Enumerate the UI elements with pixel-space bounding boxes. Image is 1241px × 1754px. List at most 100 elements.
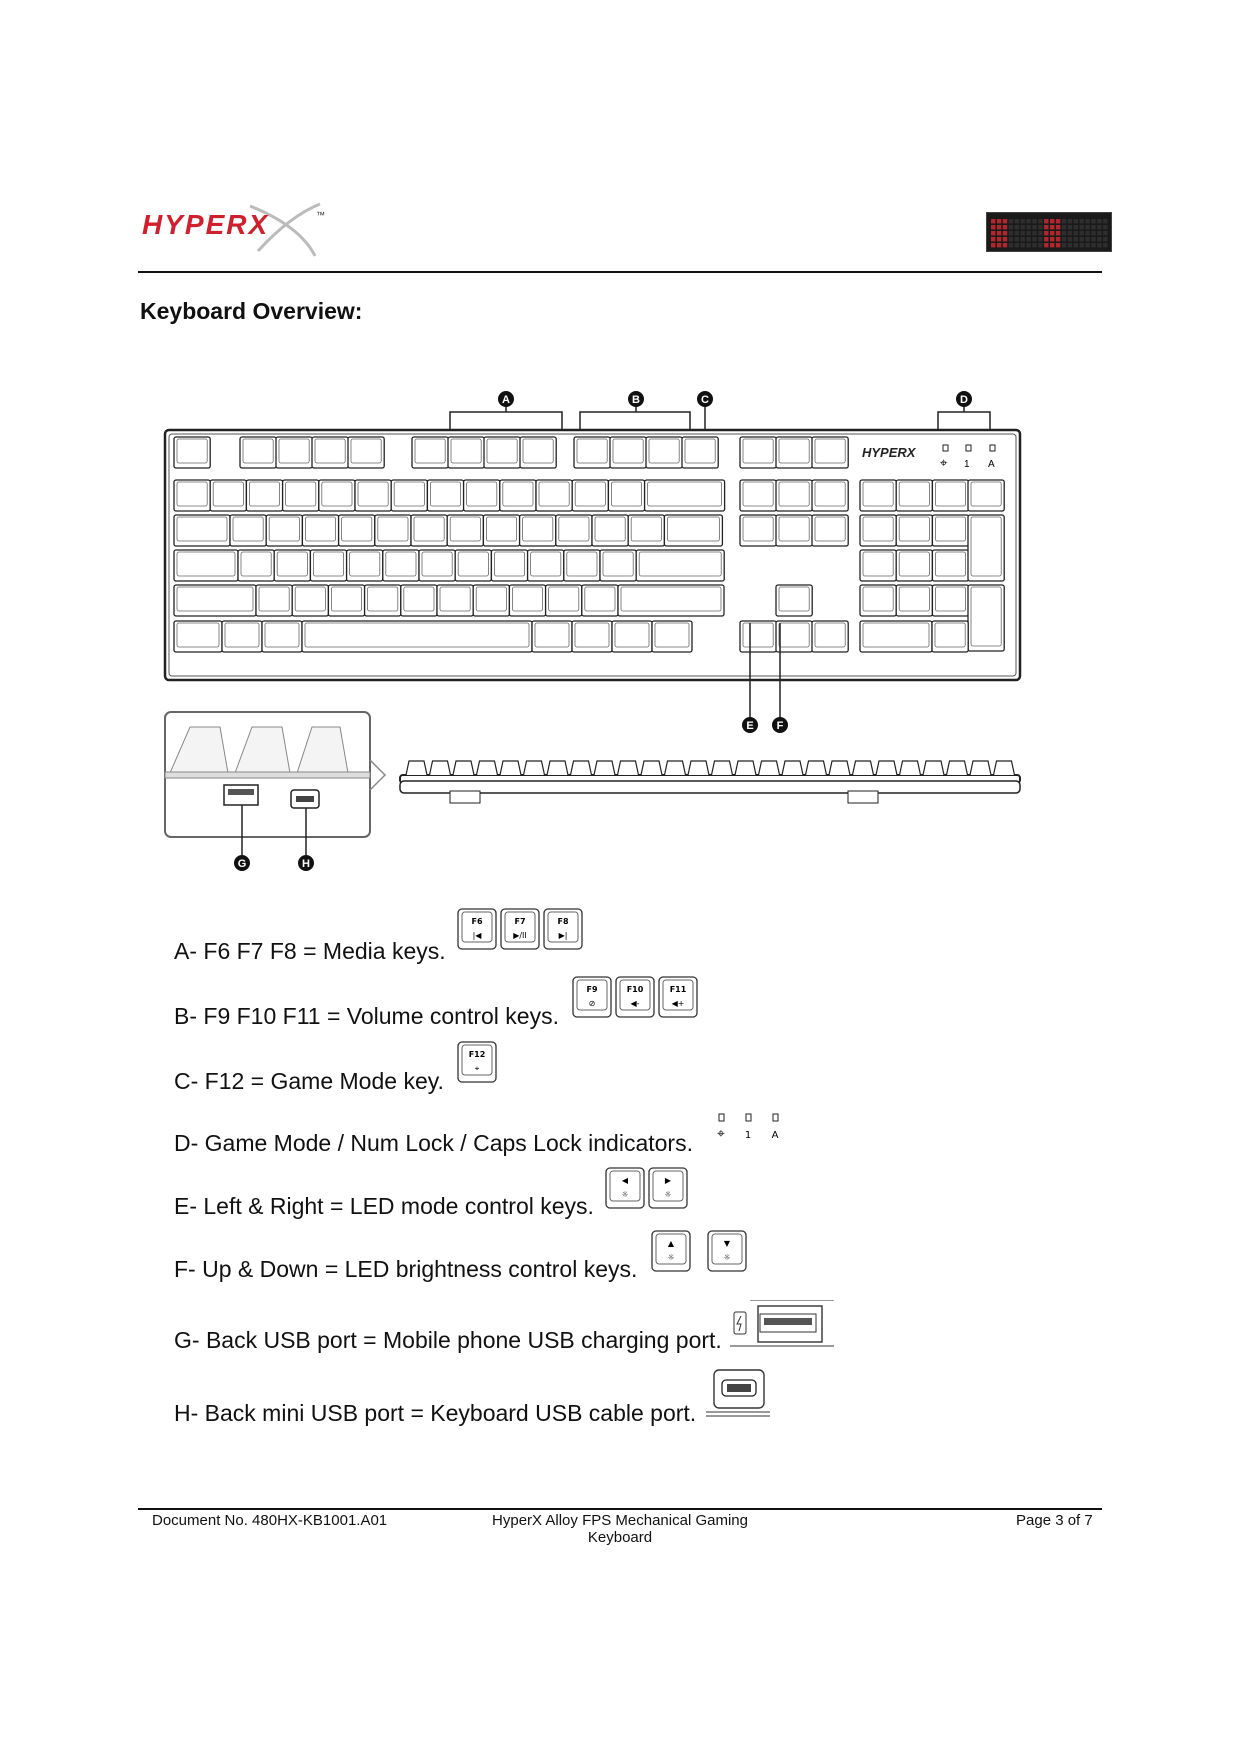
svg-text:◀: ◀ [622, 1176, 629, 1185]
header-divider [138, 271, 1102, 273]
svg-text:⌖: ⌖ [475, 1064, 480, 1073]
svg-text:H: H [302, 858, 310, 870]
svg-text:▶|: ▶| [559, 931, 568, 940]
svg-text:1: 1 [964, 459, 970, 470]
overview-item-c: C- F12 = Game Mode key. [174, 1068, 444, 1094]
keyboard-key [173, 436, 211, 469]
document-title: HyperX Alloy FPS Mechanical Gaming Keybo… [492, 1512, 748, 1546]
svg-text:☼: ☼ [667, 1253, 674, 1262]
svg-text:◀+: ◀+ [672, 999, 685, 1008]
keyboard-key [635, 549, 725, 582]
callout-b [628, 391, 644, 407]
board-logo: HYPERX [862, 445, 917, 460]
svg-text:⊘: ⊘ [589, 999, 596, 1008]
overview-item-b: B- F9 F10 F11 = Volume control keys. [174, 1003, 559, 1029]
keyboard-key [643, 479, 726, 512]
callout-h [298, 855, 314, 871]
svg-text:▼: ▼ [724, 1239, 731, 1248]
keyboard-key [651, 620, 693, 653]
svg-text:F8: F8 [557, 917, 568, 926]
svg-text:F6: F6 [471, 917, 482, 926]
keyboard-key [519, 436, 557, 469]
svg-text:A: A [772, 1130, 779, 1141]
key-icon-f6: F6 |◀ [457, 908, 497, 950]
document-number: Document No. 480HX-KB1001.A01 [152, 1512, 388, 1529]
svg-text:A: A [502, 394, 510, 406]
keyboard-key [811, 620, 849, 653]
svg-text:B: B [632, 394, 640, 406]
svg-text:G: G [238, 858, 247, 870]
svg-text:☼: ☼ [723, 1253, 730, 1262]
svg-text:▶/II: ▶/II [513, 931, 527, 940]
usb-charging-port-icon [730, 1300, 834, 1347]
callout-f [772, 717, 788, 733]
svg-text:F10: F10 [627, 985, 644, 994]
keyboard-key [681, 436, 719, 469]
svg-text:F11: F11 [670, 985, 687, 994]
overview-item-a: A- F6 F7 F8 = Media keys. [174, 938, 446, 964]
key-icon-f8: F8 ▶| [543, 908, 583, 950]
callout-g [234, 855, 250, 871]
key-icon-▼: ▼☼ [707, 1230, 747, 1272]
logo-wordmark: HYPERX [142, 209, 269, 240]
overview-item-e: E- Left & Right = LED mode control keys. [174, 1193, 594, 1219]
hyperx-logo: HYPERX ™ [142, 202, 325, 257]
overview-item-f: F- Up & Down = LED brightness control ke… [174, 1256, 638, 1282]
svg-text:F: F [777, 720, 784, 732]
overview-item-g: G- Back USB port = Mobile phone USB char… [174, 1327, 722, 1353]
keyboard-key [617, 584, 725, 617]
section-title: Keyboard Overview: [140, 298, 363, 324]
keyboard-key [811, 479, 849, 512]
key-icon-f7: F7 ▶/II [500, 908, 540, 950]
svg-text:⌖: ⌖ [940, 456, 948, 471]
back-port-detail [164, 711, 387, 855]
keyboard-key [967, 514, 1005, 582]
svg-text:|◀: |◀ [473, 931, 483, 940]
svg-text:A: A [988, 459, 995, 470]
svg-text:D: D [960, 394, 968, 406]
keyboard-diagram: HYPERX ⌖ 1 A A B C D E F G H [163, 391, 1022, 871]
keyboard-key [967, 584, 1005, 652]
key-icon-▶: ▶☼ [648, 1167, 688, 1209]
svg-text:™: ™ [316, 210, 325, 220]
callout-a [498, 391, 514, 407]
key-icon-▲: ▲☼ [651, 1230, 691, 1272]
svg-text:☼: ☼ [621, 1190, 628, 1199]
keyboard-thumbnail [986, 212, 1112, 252]
key-icon-f12: F12 ⌖ [457, 1041, 497, 1083]
svg-text:▶: ▶ [665, 1176, 672, 1185]
svg-text:F12: F12 [469, 1050, 486, 1059]
svg-text:⌖: ⌖ [717, 1126, 725, 1142]
callout-d [956, 391, 972, 407]
keyboard-side-view [399, 760, 1021, 804]
svg-text:◀-: ◀- [630, 999, 639, 1008]
svg-text:☼: ☼ [664, 1190, 671, 1199]
svg-text:F7: F7 [514, 917, 525, 926]
svg-text:F9: F9 [586, 985, 597, 994]
keyboard-key [811, 436, 849, 469]
key-icon-f10: F10 ◀- [615, 976, 655, 1018]
key-icon-◀: ◀☼ [605, 1167, 645, 1209]
footer-divider [138, 1508, 1102, 1510]
keyboard-key [931, 620, 969, 653]
keyboard-key [811, 514, 849, 547]
key-grid [173, 436, 1005, 653]
overview-item-d: D- Game Mode / Num Lock / Caps Lock indi… [174, 1130, 693, 1156]
keyboard-key [663, 514, 724, 547]
indicator-lights-icon: ⌖ 1 A [717, 1113, 779, 1142]
keyboard-key [775, 584, 813, 617]
key-icon-f11: F11 ◀+ [658, 976, 698, 1018]
callout-e [742, 717, 758, 733]
svg-text:▲: ▲ [668, 1239, 675, 1248]
board-indicators: ⌖ 1 A [940, 444, 996, 471]
svg-text:1: 1 [745, 1130, 751, 1141]
keyboard-key [967, 479, 1005, 512]
key-icon-f9: F9 ⊘ [572, 976, 612, 1018]
svg-text:C: C [701, 394, 709, 406]
keyboard-key [347, 436, 385, 469]
callout-c [697, 391, 713, 407]
mini-usb-port-icon [706, 1369, 770, 1417]
svg-text:E: E [746, 720, 753, 732]
page-number: Page 3 of 7 [1016, 1512, 1093, 1529]
overview-item-h: H- Back mini USB port = Keyboard USB cab… [174, 1400, 697, 1426]
